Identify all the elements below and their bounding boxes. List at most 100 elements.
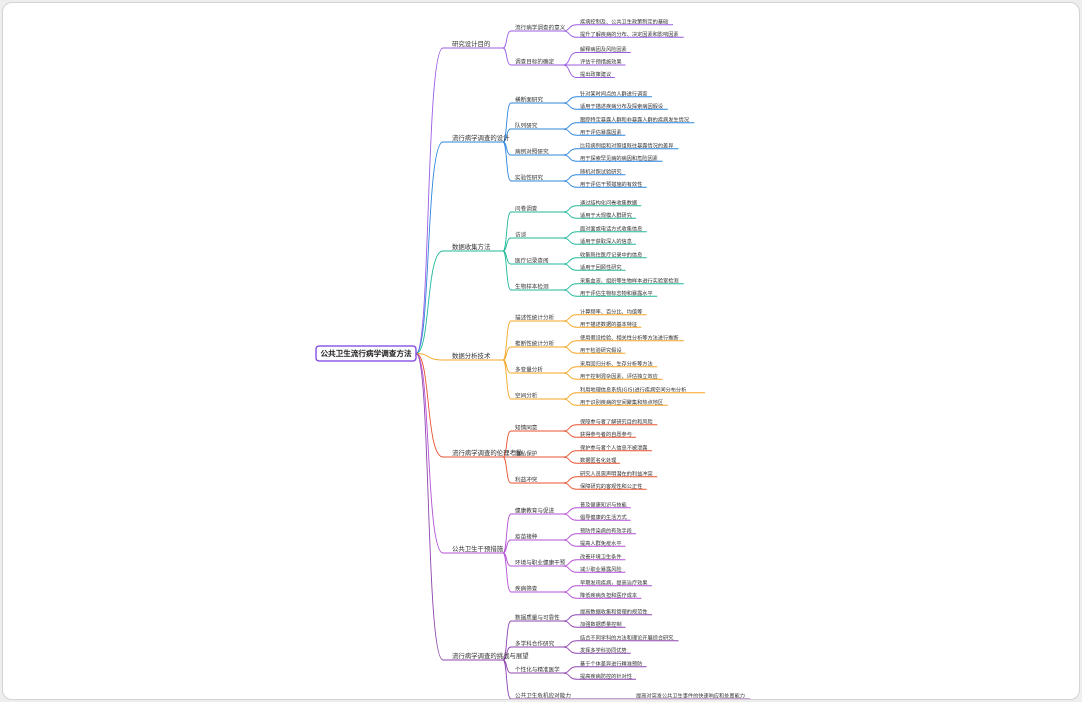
leaf-node[interactable]: 用于评估干预措施的有效性 <box>580 180 642 188</box>
subtopic-node[interactable]: 空间分析 <box>515 391 538 399</box>
subtopic-node[interactable]: 流行病学调查的意义 <box>515 23 566 31</box>
leaf-node[interactable]: 利用地理信息系统(GIS)进行疾病空间分布分析 <box>580 385 686 393</box>
subtopic-node[interactable]: 多变量分析 <box>515 365 543 373</box>
leaf-node[interactable]: 预防传染病的有效手段 <box>580 526 632 534</box>
leaf-connector <box>562 585 578 593</box>
leaf-node[interactable]: 早期发现疾病，提高治疗效果 <box>580 578 647 586</box>
leaf-node[interactable]: 用于控制混杂因素，评估独立效应 <box>580 372 658 380</box>
subtopic-node[interactable]: 队列研究 <box>515 121 538 129</box>
branch-connector <box>415 353 444 661</box>
subtopic-node[interactable]: 疾病筛查 <box>515 584 538 592</box>
subtopic-node[interactable]: 医疗记录查阅 <box>515 256 549 264</box>
branch-label: 流行病学调查的设计 <box>452 133 510 142</box>
subtopic-node[interactable]: 推断性统计分析 <box>515 339 555 347</box>
subtopic-node[interactable]: 疫苗接种 <box>515 532 538 540</box>
leaf-node[interactable]: 倡导健康的生活方式 <box>580 513 628 521</box>
leaf-node[interactable]: 提高人群免疫水平 <box>580 539 622 547</box>
leaf-node[interactable]: 适用于回顾性研究 <box>580 263 622 271</box>
leaf-node[interactable]: 适用于获取深入的信息 <box>580 237 632 245</box>
subtopic-node[interactable]: 多学科合作研究 <box>515 639 555 647</box>
subtopic-node[interactable]: 知情同意 <box>515 423 538 431</box>
leaf-node[interactable]: 通过结构化问卷收集数据 <box>580 198 637 206</box>
leaf-node[interactable]: 面对面或电话方式收集信息 <box>580 224 642 232</box>
subtopic-node[interactable]: 公共卫生危机应对能力 <box>515 691 571 699</box>
leaf-node[interactable]: 用于探索罕见病的病因和危险因素 <box>580 154 658 162</box>
leaf-node[interactable]: 使用假设检验、相关性分析等方法进行推断 <box>580 333 679 341</box>
leaf-node[interactable]: 用于识别疾病的空间聚集和热点地区 <box>580 398 663 406</box>
leaf-node[interactable]: 采集血液、组织等生物样本进行实验室检测 <box>580 276 679 284</box>
leaf-node[interactable]: 针对某时间点的人群进行调查 <box>580 89 647 97</box>
branch-node[interactable]: 研究设计目的 <box>452 39 490 48</box>
branch-node[interactable]: 流行病学调查的挑战与展望 <box>452 651 529 660</box>
subtopic-node[interactable]: 调查目标的确定 <box>515 57 555 65</box>
leaf-node[interactable]: 解释病因及风险因素 <box>580 45 627 53</box>
leaf-label: 减少职业暴露风险 <box>580 565 622 573</box>
leaf-node[interactable]: 保护参与者个人信息不被泄露 <box>580 443 648 451</box>
leaf-node[interactable]: 数据匿名化处理 <box>580 456 617 464</box>
leaf-node[interactable]: 疾病控制及、公共卫生政策制定的基础 <box>580 17 668 25</box>
leaf-connector <box>562 263 578 271</box>
leaf-node[interactable]: 降低疾病负担和医疗成本 <box>580 591 637 599</box>
subtopic-node[interactable]: 问卷调查 <box>515 204 538 212</box>
subtopic-node[interactable]: 健康教育与促进 <box>515 506 555 514</box>
subtopic-node[interactable]: 生物样本检测 <box>515 282 549 290</box>
leaf-node[interactable]: 用于描述数据的基本特征 <box>580 320 637 328</box>
subtopic-node[interactable]: 访谈 <box>515 230 527 238</box>
leaf-connector <box>562 320 578 328</box>
leaf-label: 利用地理信息系统(GIS)进行疾病空间分布分析 <box>580 385 686 393</box>
branch-node[interactable]: 公共卫生干预措施 <box>452 544 504 553</box>
leaf-connector <box>562 122 578 130</box>
subtopic-label: 利益冲突 <box>515 475 538 483</box>
leaf-node[interactable]: 研究人员需声明潜在的利益冲突 <box>580 469 653 477</box>
subtopic-node[interactable]: 横断面研究 <box>515 95 543 103</box>
leaf-node[interactable]: 减少职业暴露风险 <box>580 565 622 573</box>
leaf-node[interactable]: 跟踪特定暴露人群和非暴露人群的疾病发生情况 <box>580 115 690 123</box>
leaf-node[interactable]: 结合不同学科的方法和理论开展综合研究 <box>580 633 673 641</box>
leaf-node[interactable]: 收集既往医疗记录中的信息 <box>580 250 642 258</box>
leaf-node[interactable]: 保障研究的客观性和公正性 <box>580 482 642 490</box>
subtopic-connector <box>502 237 512 252</box>
leaf-connector <box>562 507 578 515</box>
subtopic-node[interactable]: 病例对照研究 <box>515 147 549 155</box>
leaf-node[interactable]: 保障参与者了解研究目的和风险 <box>580 417 653 425</box>
leaf-connector <box>562 372 578 380</box>
subtopic-connector <box>502 430 512 458</box>
leaf-label: 研究人员需声明潜在的利益冲突 <box>580 469 653 477</box>
root-node-box <box>315 345 417 362</box>
leaf-node[interactable]: 普及健康知识与技能 <box>580 500 627 508</box>
topic-nodes: 研究设计目的 流行病学调查的意义 疾病控制及、公共卫生政策制定的基础提升了解疾病的分… <box>452 17 745 699</box>
subtopic-node[interactable]: 利益冲突 <box>515 475 538 483</box>
branch-node[interactable]: 流行病学调查的设计 <box>452 133 510 142</box>
leaf-node[interactable]: 采用回归分析、生存分析等方法 <box>580 359 653 367</box>
leaf-node[interactable]: 提高数据收集和管理的规范性 <box>580 607 647 615</box>
leaf-node[interactable]: 提高对突发公共卫生事件的快速响应和处置能力 <box>636 692 745 700</box>
leaf-node[interactable]: 随机对照试验研究 <box>580 167 622 175</box>
subtopic-node[interactable]: 环境与职业健康干预 <box>515 558 566 566</box>
subtopic-node[interactable]: 隐私保护 <box>515 449 538 457</box>
subtopic-node[interactable]: 描述性统计分析 <box>515 313 555 321</box>
leaf-node[interactable]: 评估干预措施效果 <box>580 58 622 66</box>
branch-node[interactable]: 数据分析技术 <box>452 351 491 360</box>
leaf-node[interactable]: 适用于描述疾病分布及探索病因假设 <box>580 102 663 110</box>
leaf-node[interactable]: 改善环境卫生条件 <box>580 552 622 560</box>
leaf-node[interactable]: 加强数据质量控制 <box>580 620 622 628</box>
leaf-node[interactable]: 计算频率、百分比、均值等 <box>580 307 642 315</box>
leaf-node[interactable]: 用于评估暴露因素 <box>580 128 622 136</box>
leaf-node[interactable]: 比较病例组和对照组既往暴露情况的差异 <box>580 141 673 149</box>
subtopic-node[interactable]: 数据质量与可靠性 <box>515 613 560 621</box>
subtopic-node[interactable]: 个性化与精准医学 <box>515 665 560 673</box>
leaf-node[interactable]: 基于个体差异进行精准预防 <box>580 659 642 667</box>
root-node[interactable]: 公共卫生流行病学调查方法 <box>315 345 417 362</box>
branch-node[interactable]: 数据收集方法 <box>452 242 491 251</box>
leaf-node[interactable]: 提高疾病防控的针对性 <box>580 672 632 680</box>
branch-node[interactable]: 流行病学调查的伦理考量 <box>452 448 523 457</box>
leaf-node[interactable]: 用于评估生物标志物和暴露水平 <box>580 289 653 297</box>
leaf-node[interactable]: 用于检验研究假设 <box>580 346 622 354</box>
subtopic-node[interactable]: 实验性研究 <box>515 173 543 181</box>
leaf-node[interactable]: 适用于大规模人群研究 <box>580 211 632 219</box>
leaf-node[interactable]: 提出政策建议 <box>580 70 612 78</box>
leaf-node[interactable]: 发挥多学科协同优势 <box>580 646 627 654</box>
leaf-node[interactable]: 获得参与者的自愿参与 <box>580 430 632 438</box>
leaf-connector <box>562 231 578 239</box>
leaf-node[interactable]: 提升了解疾病的分布、决定因素和影响因素 <box>580 30 679 38</box>
